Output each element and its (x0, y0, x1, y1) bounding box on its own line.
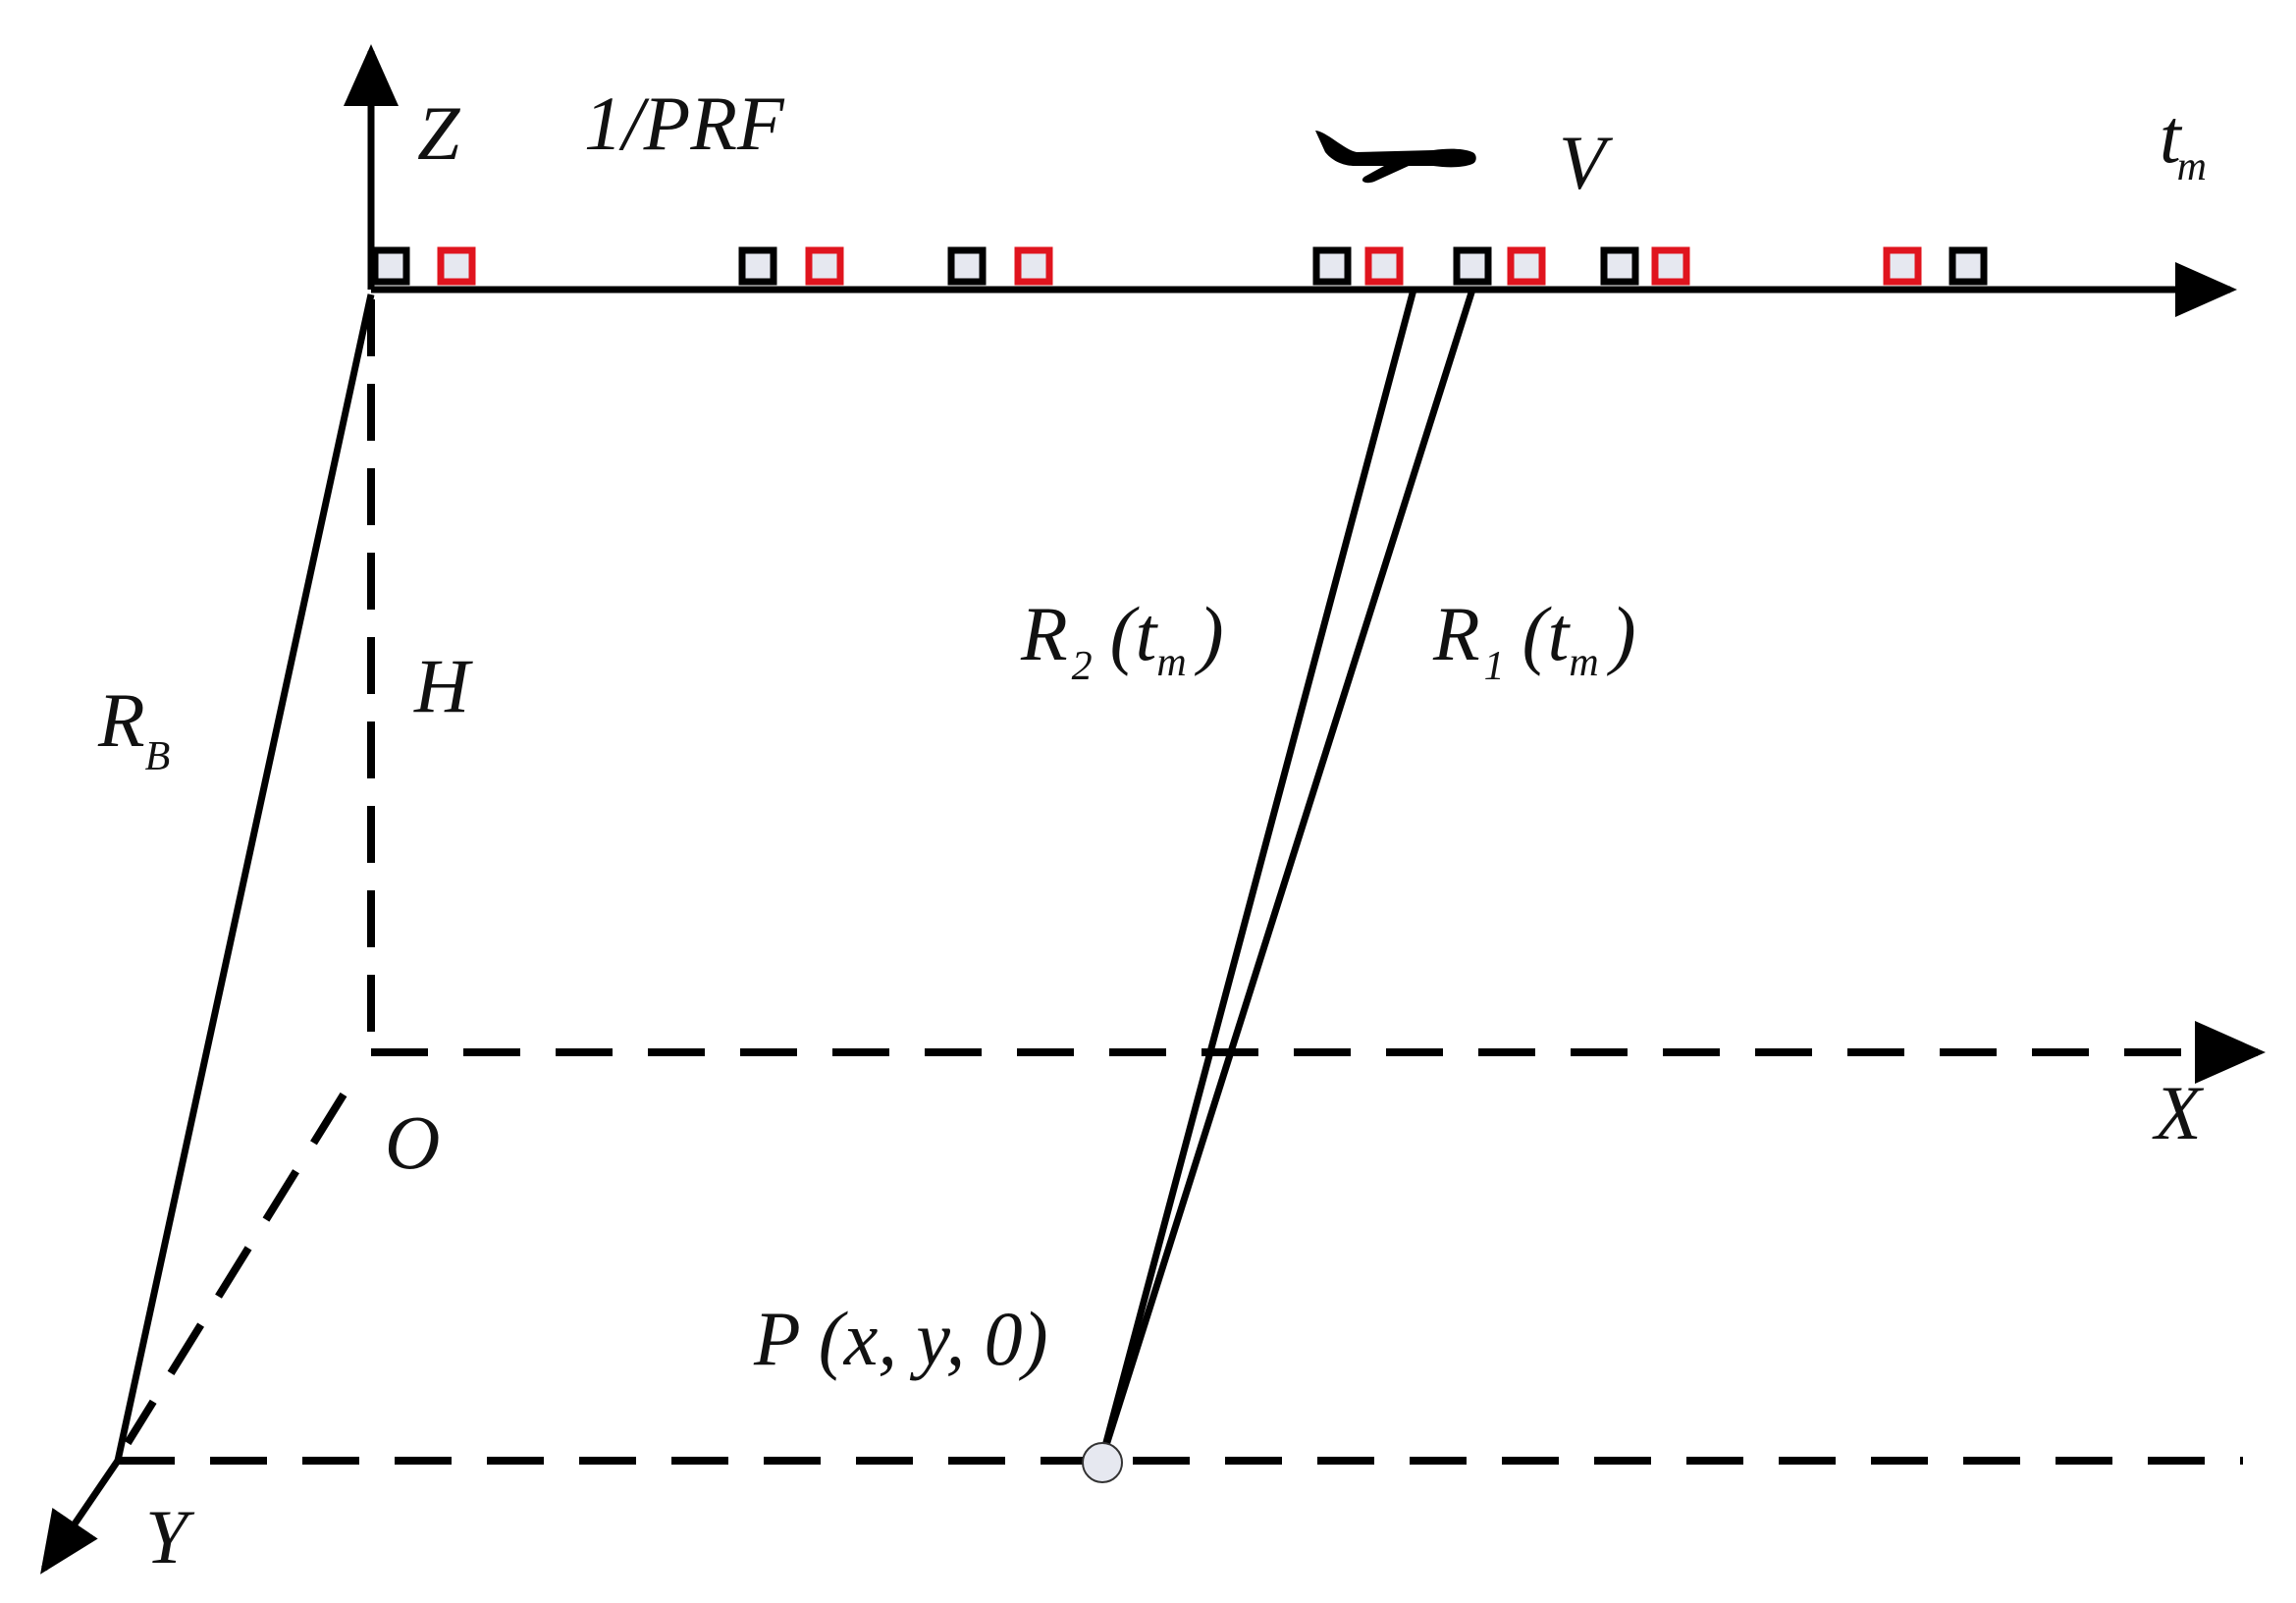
pulse-markers (371, 246, 1988, 286)
pulse-marker-black (947, 246, 987, 286)
y-axis-dashed-line (124, 1092, 347, 1446)
x-axis-label: X (2152, 1070, 2205, 1155)
pulse-marker-black (738, 246, 777, 286)
point-label: P (x, y, 0) (753, 1296, 1048, 1381)
baseline-line (114, 294, 375, 1462)
y-axis-arrow (40, 1459, 121, 1575)
height-label: H (413, 643, 473, 728)
range-line-r2 (1097, 289, 1417, 1462)
baseline-label: RB (97, 677, 170, 779)
pulse-marker-black (1949, 246, 1988, 286)
pulse-marker-red (1507, 246, 1546, 286)
pulse-marker-red (437, 246, 476, 286)
range-line-r1 (1097, 288, 1476, 1463)
r1-label: R1(tm) (1432, 591, 1636, 689)
pulse-marker-black (1312, 246, 1352, 286)
pulse-marker-red (1014, 246, 1053, 286)
prf-label: 1/PRF (584, 80, 785, 166)
pulse-marker-black (371, 246, 410, 286)
pulse-marker-red (1364, 246, 1404, 286)
pulse-marker-black (1453, 246, 1492, 286)
pulse-marker-red (805, 246, 844, 286)
pulse-marker-red (1883, 246, 1922, 286)
velocity-label: V (1559, 120, 1614, 205)
origin-label: O (385, 1099, 440, 1185)
pulse-marker-red (1651, 246, 1690, 286)
airplane-icon (1315, 131, 1476, 184)
r2-label: R2(tm) (1020, 591, 1224, 689)
y-axis-label: Y (145, 1494, 195, 1579)
slow-time-label: tm (2160, 93, 2207, 189)
pulse-marker-black (1600, 246, 1639, 286)
target-point-icon (1082, 1442, 1123, 1483)
z-axis-label: Z (417, 90, 461, 176)
